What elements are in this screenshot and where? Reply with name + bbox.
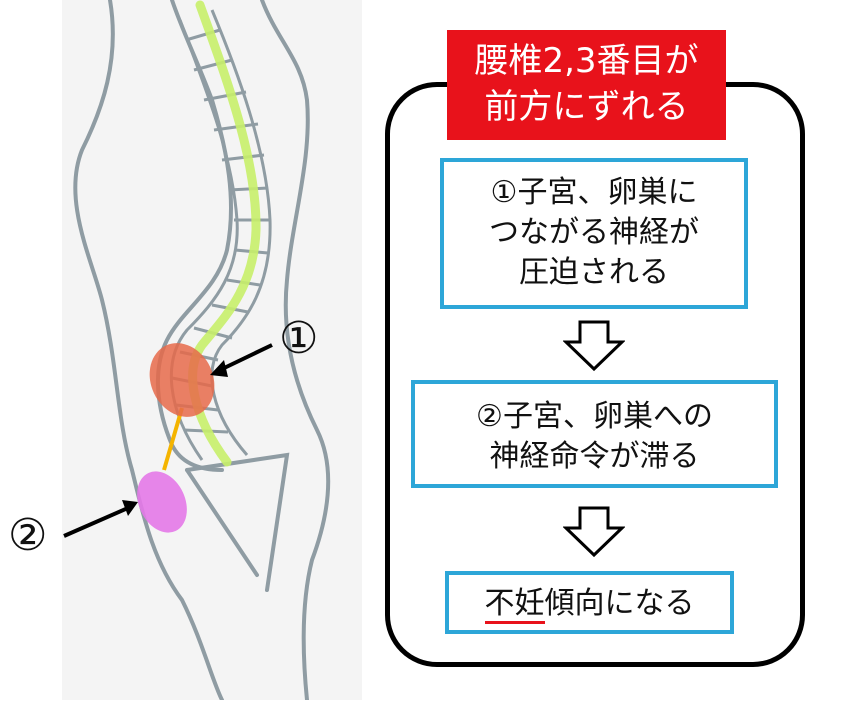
spine-sketch [73, 0, 331, 700]
step1-line3: 圧迫される [519, 255, 669, 290]
down-arrow-icon [563, 506, 625, 558]
title-box: 腰椎2,3番目が 前方にずれる [447, 30, 726, 140]
down-arrow-icon [563, 320, 625, 372]
step2-line1: ②子宮、卵巣への [476, 399, 713, 434]
arrow-marker2-icon [63, 500, 138, 538]
step3-rest-text: 傾向になる [544, 586, 695, 621]
title-line2: 前方にずれる [484, 87, 689, 127]
nerve-connector [162, 407, 184, 471]
step2-line2: 神経命令が滞る [489, 439, 700, 474]
step3-underlined-text: 不妊 [484, 586, 545, 624]
marker1-label: ① [279, 313, 319, 364]
marker2-ellipse [137, 471, 187, 533]
body-outline [73, 0, 331, 700]
step2-box: ②子宮、卵巣への 神経命令が滞る [411, 380, 778, 488]
step1-line2: つながる神経が [489, 215, 699, 250]
arrow-marker1-icon [210, 343, 273, 377]
spine-sketch-panel [62, 0, 362, 700]
marker2-label: ② [8, 510, 48, 561]
step3-box: 不妊傾向になる [445, 571, 734, 634]
step1-line1: ①子宮、卵巣に [490, 175, 698, 210]
title-line1: 腰椎2,3番目が [474, 41, 699, 81]
marker1-ellipse [149, 343, 215, 417]
step1-box: ①子宮、卵巣に つながる神経が 圧迫される [440, 158, 748, 309]
